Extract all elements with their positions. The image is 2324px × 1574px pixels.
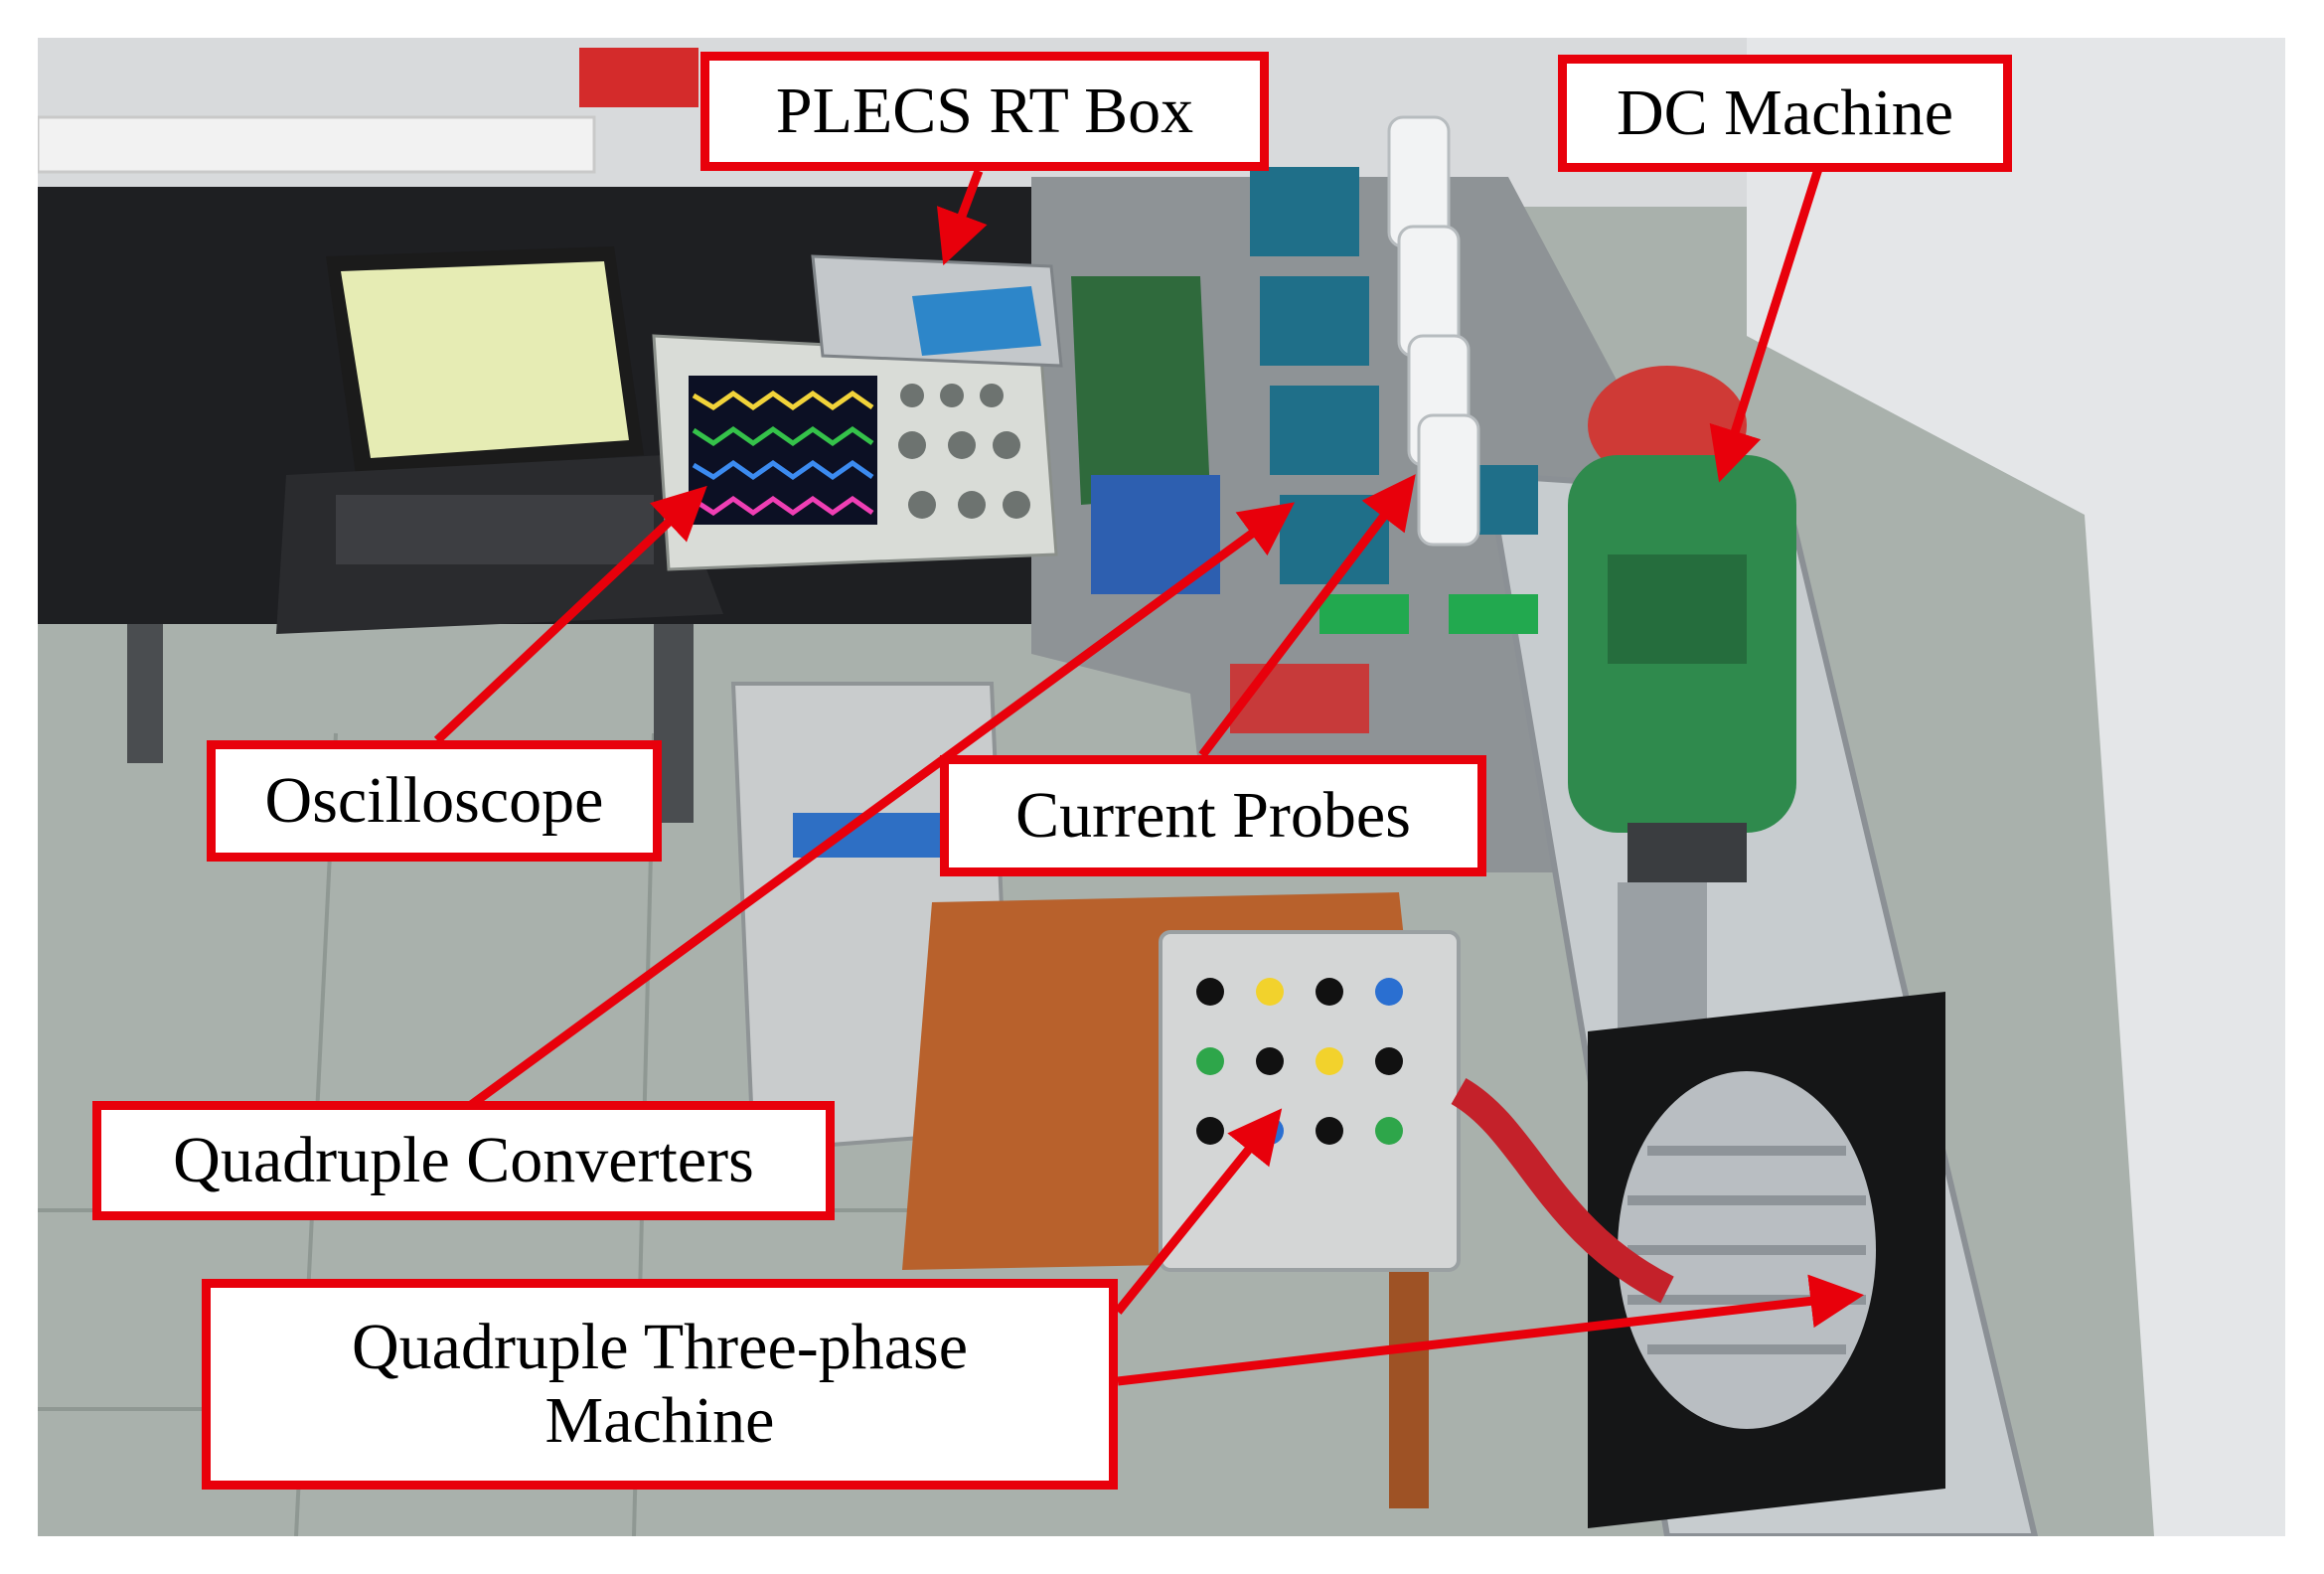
label-machine-line2: Machine (544, 1384, 775, 1457)
interface-board (1071, 276, 1210, 505)
label-dc-machine-text: DC Machine (1616, 77, 1954, 150)
label-quadruple-converters-text: Quadruple Converters (173, 1124, 754, 1197)
bench-leg (127, 624, 163, 763)
label-plecs-rt-box-text: PLECS RT Box (775, 75, 1194, 148)
blue-box (1091, 475, 1220, 594)
label-oscilloscope-text: Oscilloscope (264, 764, 604, 838)
industrial-plug (579, 48, 698, 107)
cabinet-display (793, 813, 962, 858)
dc-machine-shape (1568, 366, 1796, 882)
label-oscilloscope: Oscilloscope (207, 740, 662, 862)
label-quadruple-three-phase-machine: Quadruple Three-phase Machine (202, 1279, 1118, 1490)
label-machine-line1: Quadruple Three-phase (351, 1311, 968, 1384)
power-strip (38, 115, 596, 174)
label-quadruple-converters: Quadruple Converters (92, 1101, 835, 1220)
torque-sensor (1618, 882, 1707, 1041)
waveform-blue (692, 459, 874, 481)
label-current-probes: Current Probes (940, 755, 1486, 876)
laptop-screen (341, 261, 629, 458)
current-probes (1387, 115, 1480, 547)
label-plecs-rt-box: PLECS RT Box (700, 52, 1269, 171)
table-leg (1389, 1260, 1429, 1508)
label-dc-machine: DC Machine (1558, 55, 2012, 172)
wall-right (1747, 38, 2285, 1536)
laptop-keyboard (336, 495, 654, 564)
rt-box-panel (912, 286, 1041, 356)
power-module (1230, 664, 1369, 733)
waveform-green (692, 425, 874, 447)
waveform-pink (692, 495, 874, 517)
cable-bundle (1451, 1077, 1674, 1304)
waveform-yellow (692, 390, 874, 411)
label-current-probes-text: Current Probes (1015, 779, 1411, 853)
